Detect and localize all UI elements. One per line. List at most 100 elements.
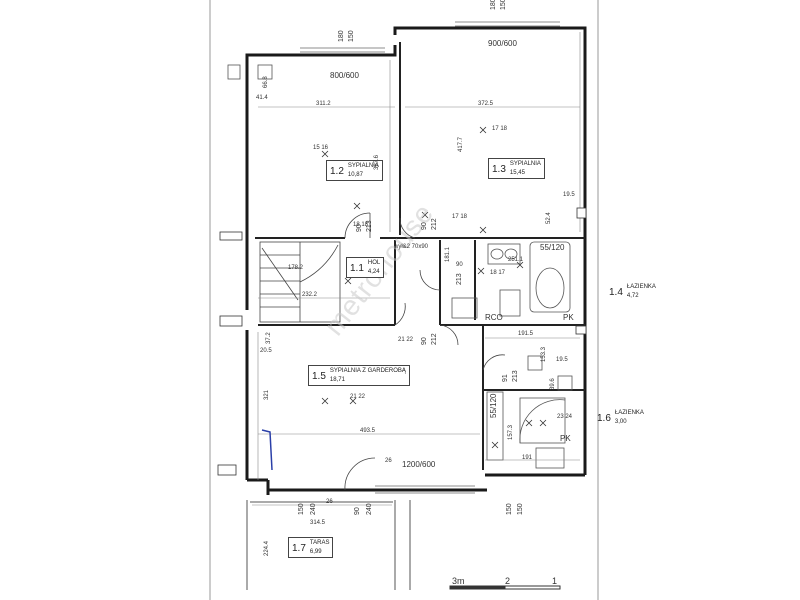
dimension-label: 357.6 [374, 154, 380, 170]
dimension-label: 212 [431, 333, 438, 345]
pk-label: PK [563, 313, 574, 322]
room-area: 4,24 [367, 269, 380, 275]
dimension-lines [252, 32, 581, 506]
ceiling-points [321, 126, 547, 449]
room-label-1-3: 1.3 SYPIALNIA 15,45 [488, 158, 545, 179]
dimension-label: 150 [506, 503, 513, 515]
dimension-label: 232.2 [302, 292, 318, 298]
height-marker: 15 16 [313, 145, 329, 151]
room-area: 6,99 [309, 549, 322, 555]
height-marker: 26 [385, 458, 392, 464]
rco-label: RCO [485, 313, 503, 322]
dimension-label: 213 [456, 273, 463, 285]
dimension-label: 240 [366, 503, 373, 515]
room-name: TARAS [309, 540, 330, 546]
room-name: SYPIALNIA Z GARDEROBĄ [329, 368, 406, 374]
room-label-1-4: 1.4 ŁAZIENKA 4,72 [606, 282, 659, 301]
height-marker: 21 22 [350, 394, 366, 400]
dimension-label: 90 [456, 262, 463, 268]
dimension-label: 19.5 [563, 192, 575, 198]
dimension-label: 90 [354, 507, 361, 515]
room-label-1-1: 1.1 HOL 4,24 [346, 257, 385, 278]
terrace-outline [246, 500, 411, 590]
dimension-label: 224.4 [264, 540, 270, 556]
dimension-label: 20.5 [260, 348, 272, 354]
dimension-label: 240 [310, 503, 317, 515]
dimension-label: 311.2 [316, 101, 331, 107]
room-number: 1.2 [330, 166, 344, 177]
room-area: 4,72 [626, 293, 639, 299]
bath-note: 55/120 [540, 243, 565, 252]
dimension-label: 90 [421, 337, 428, 345]
annotation-mark [261, 429, 273, 471]
room-name: SYPIALNIA [509, 161, 541, 167]
window-label: 900/600 [488, 39, 517, 48]
dimension-label: 314.5 [310, 520, 326, 526]
height-marker: 18 17 [490, 270, 506, 276]
windows [300, 21, 560, 494]
room-number: 1.7 [292, 543, 306, 554]
dimension-label: 191.5 [518, 331, 534, 337]
dimension-label: 178.2 [288, 265, 304, 271]
dimension-label: 37.2 [266, 332, 272, 344]
dimension-label: 66.8 [263, 76, 269, 88]
dimension-label: 150 [298, 503, 305, 515]
window-label: 1200/600 [402, 460, 436, 469]
bathroom-fixtures [227, 64, 573, 469]
room-label-1-7: 1.7 TARAS 6,99 [288, 537, 334, 558]
outer-walls [245, 26, 587, 495]
dimension-label: 191 [522, 455, 533, 461]
door-swings [344, 212, 506, 491]
height-marker: 26 [326, 499, 333, 505]
dimension-label: 372.5 [478, 101, 494, 107]
dimension-label: 321 [264, 389, 270, 400]
room-number: 1.6 [597, 413, 611, 424]
height-marker: 17 18 [492, 126, 508, 132]
dimension-label: 41.4 [256, 95, 268, 101]
dimension-label: 52.4 [546, 212, 552, 224]
dimension-label: 19.5 [556, 357, 568, 363]
height-marker: 17 18 [452, 214, 468, 220]
room-number: 1.3 [492, 164, 506, 175]
bath-note: 55/120 [489, 393, 498, 418]
scale-bar [449, 585, 561, 590]
staircase [259, 241, 341, 323]
room-number: 1.1 [350, 263, 364, 274]
room-label-1-6: 1.6 ŁAZIENKA 3,00 [594, 408, 647, 427]
height-marker: 21 22 [398, 337, 414, 343]
pk-label: PK [560, 434, 571, 443]
room-area: 10,87 [347, 172, 363, 178]
room-area: 3,00 [614, 419, 627, 425]
dimension-label: 180 [338, 30, 345, 42]
dimension-label: 39.6 [550, 378, 556, 390]
dimension-label: 417.7 [458, 136, 464, 152]
dimension-label: 150 [517, 503, 524, 515]
room-label-1-2: 1.2 SYPIALNIA 10,87 [326, 160, 383, 181]
interior-walls [255, 42, 585, 470]
room-name: ŁAZIENKA [626, 284, 656, 290]
dimension-label: 181.1 [445, 246, 451, 262]
room-name: ŁAZIENKA [614, 410, 644, 416]
room-number: 1.4 [609, 287, 623, 298]
dimension-label: 213 [512, 370, 519, 382]
scale-label: 2 [505, 576, 511, 586]
dimension-label: 153.3 [541, 346, 547, 362]
room-area: 15,45 [509, 170, 525, 176]
dimension-label: 90 [421, 222, 428, 230]
scale-label: 1 [552, 576, 558, 586]
dimension-label: 251.1 [508, 257, 524, 263]
dimension-label: 157.3 [508, 424, 514, 440]
door-note: wył&2 70x90 [394, 244, 429, 250]
dimension-label: 150 [500, 0, 507, 10]
dimension-label: 493.5 [360, 428, 376, 434]
wall-markers [217, 207, 587, 476]
height-marker: 23 24 [557, 414, 573, 420]
window-label: 800/600 [330, 71, 359, 80]
dimension-label: 212 [431, 218, 438, 230]
room-area: 18,71 [329, 377, 345, 383]
scale-label: 3m [452, 576, 465, 586]
room-name: HOL [367, 260, 381, 266]
room-name: SYPIALNIA [347, 163, 379, 169]
